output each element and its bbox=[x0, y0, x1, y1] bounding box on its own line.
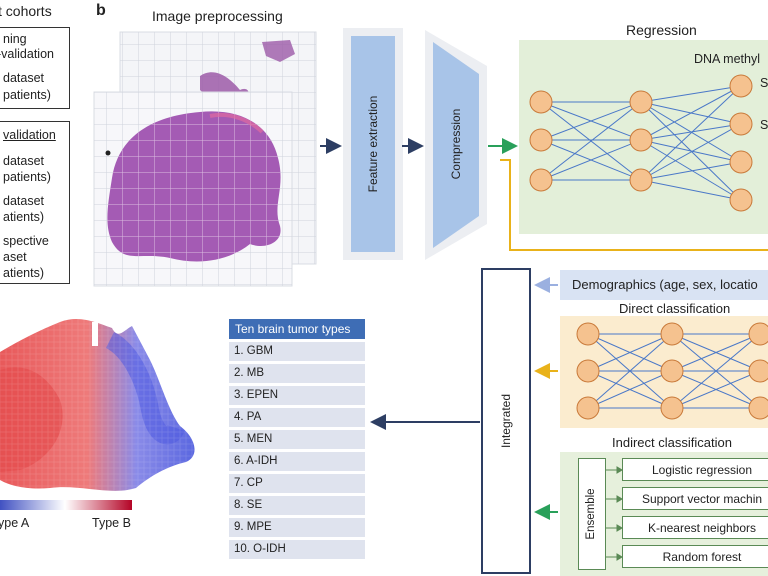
cohort-line: patients) bbox=[3, 170, 51, 184]
cohort-line: patients) bbox=[3, 88, 51, 102]
tumor-type-item: 10. O-IDH bbox=[229, 540, 365, 559]
tumor-type-item: 8. SE bbox=[229, 496, 365, 515]
cohort-line: atients) bbox=[3, 266, 44, 280]
validation-title: validation bbox=[3, 128, 56, 142]
tumor-type-item: 2. MB bbox=[229, 364, 365, 383]
compression-shape bbox=[425, 30, 487, 260]
tumor-type-item: 3. EPEN bbox=[229, 386, 365, 405]
regression-network bbox=[529, 74, 753, 212]
colorbar-right-label: Type B bbox=[92, 516, 131, 530]
tumor-type-item: 5. MEN bbox=[229, 430, 365, 449]
regression-site-label: Si bbox=[760, 76, 768, 90]
cohort-line: dataset bbox=[3, 154, 45, 168]
indirect-classification-title: Indirect classification bbox=[612, 435, 732, 450]
tumor-types-header: Ten brain tumor types bbox=[229, 319, 365, 339]
tumor-type-item: 6. A-IDH bbox=[229, 452, 365, 471]
image-preprocessing-title: Image preprocessing bbox=[152, 8, 283, 24]
regression-site-label: Si bbox=[760, 118, 768, 132]
method-random-forest: Random forest bbox=[622, 545, 768, 568]
method-support-vector-machine: Support vector machin bbox=[622, 487, 768, 510]
cohort-line: ning bbox=[3, 32, 27, 46]
direct-network bbox=[576, 322, 768, 420]
direct-classification-title: Direct classification bbox=[619, 301, 731, 316]
demographics-box bbox=[560, 270, 768, 300]
colorbar-left-label: ype A bbox=[0, 516, 30, 530]
validation-cohort-box: validation dataset patients) dataset ati… bbox=[0, 121, 70, 284]
ensemble-connectors bbox=[606, 466, 622, 561]
tumor-type-item: 4. PA bbox=[229, 408, 365, 427]
regression-title: Regression bbox=[626, 22, 697, 38]
cohorts-title: t cohorts bbox=[0, 3, 52, 19]
demographics-label: Demographics (age, sex, locatio bbox=[572, 277, 758, 292]
cohort-line: spective bbox=[3, 234, 49, 248]
method-k-nearest-neighbors: K-nearest neighbors bbox=[622, 516, 768, 539]
integrated-box bbox=[481, 268, 531, 574]
integrated-label: Integrated bbox=[499, 393, 513, 449]
tumor-type-item: 9. MPE bbox=[229, 518, 365, 537]
ensemble-box bbox=[578, 458, 606, 570]
cohort-line: atients) bbox=[3, 210, 44, 224]
heatmap-colorbar bbox=[0, 500, 132, 510]
regression-subtitle: DNA methyl bbox=[694, 52, 760, 66]
cohort-line: dataset bbox=[3, 71, 45, 85]
training-cohort-box: ning -validation dataset patients) bbox=[0, 27, 70, 109]
panel-b-label: b bbox=[96, 2, 106, 19]
cohort-line: dataset bbox=[3, 194, 45, 208]
method-logistic-regression: Logistic regression bbox=[622, 458, 768, 481]
cohort-line: -validation bbox=[0, 47, 54, 61]
cohort-line: aset bbox=[3, 250, 27, 264]
ensemble-label: Ensemble bbox=[585, 488, 597, 540]
tumor-type-item: 1. GBM bbox=[229, 342, 365, 361]
tumor-type-item: 7. CP bbox=[229, 474, 365, 493]
feature-extraction-box bbox=[351, 36, 395, 252]
slide-tiles-graphic bbox=[93, 31, 317, 287]
tissue-heatmap bbox=[0, 318, 195, 491]
